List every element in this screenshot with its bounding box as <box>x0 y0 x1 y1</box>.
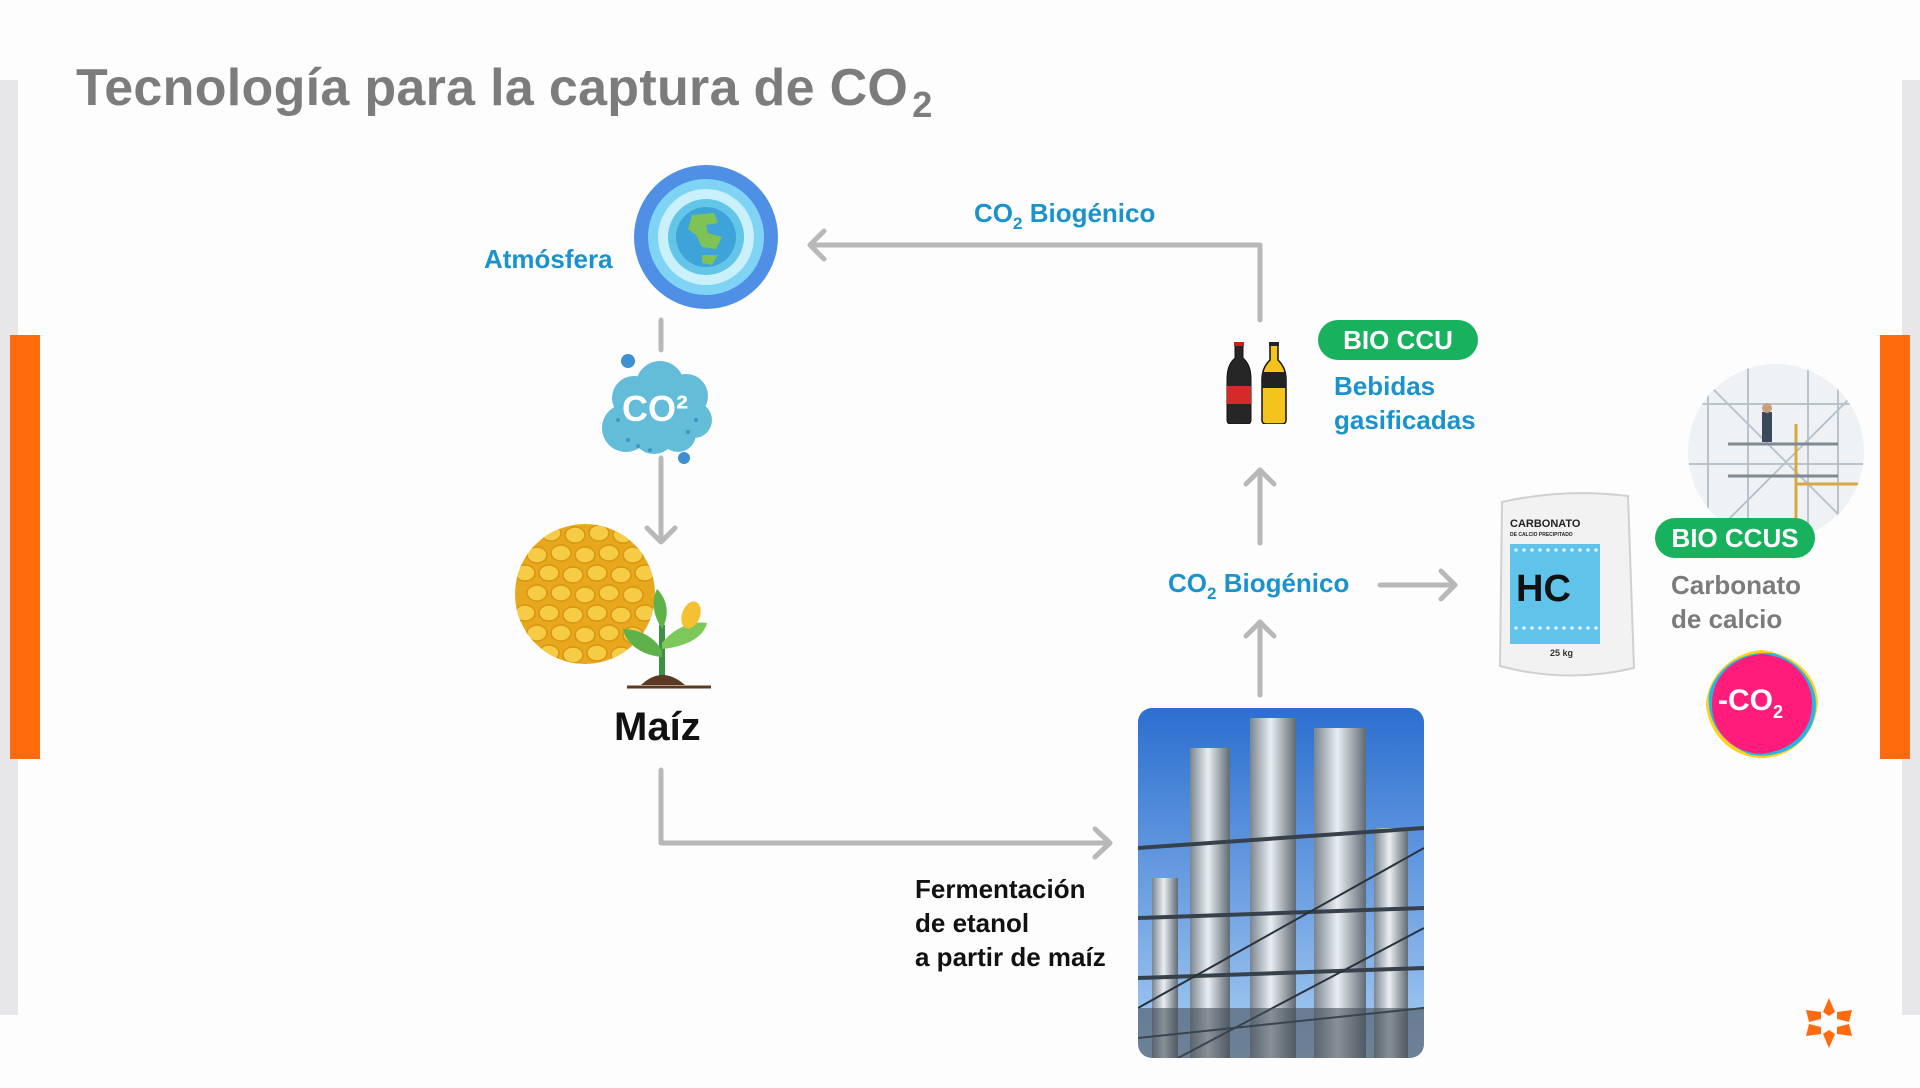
bio-ccu-line1: Bebidas <box>1334 371 1436 401</box>
arrow-head-left <box>807 228 827 262</box>
arrow-head-right <box>1438 568 1458 602</box>
bottles-icon <box>1222 342 1292 425</box>
right-accent-bar <box>1880 335 1910 759</box>
bio-ccus-line2: de calcio <box>1671 604 1783 634</box>
right-edge-bar <box>1902 80 1920 1015</box>
left-accent-bar <box>10 335 40 759</box>
arrow-head-to-refinery <box>1092 826 1113 860</box>
arrow-head-to-corn <box>644 525 678 545</box>
co2-biogenico-mid-label: CO2 Biogénico <box>1168 568 1350 603</box>
minus-co2-badge: -CO2 <box>1704 648 1820 760</box>
fermentacion-line2: de etanol <box>915 908 1030 938</box>
corn-icon <box>513 523 658 666</box>
arrow-bottles-to-atm <box>807 242 1263 323</box>
star-logo-icon <box>1804 998 1854 1048</box>
atmosfera-label: Atmósfera <box>484 244 613 274</box>
bio-ccu-line2: gasificadas <box>1334 405 1476 435</box>
bio-ccus-description: Carbonato de calcio <box>1671 568 1801 636</box>
left-edge-bar <box>0 80 18 1015</box>
arrow-head-up-1 <box>1243 619 1277 639</box>
fermentacion-line3: a partir de maíz <box>915 942 1106 972</box>
globe-icon <box>632 163 780 311</box>
maiz-label: Maíz <box>614 705 701 749</box>
plant-icon <box>617 585 711 690</box>
carbonate-bag: CARBONATO DE CALCIO PRECIPITADO HC 25 kg <box>1494 488 1640 688</box>
bio-ccus-badge: BIO CCUS <box>1655 518 1815 558</box>
bio-ccu-description: Bebidas gasificadas <box>1334 369 1476 437</box>
factory-photo <box>1688 364 1864 540</box>
fermentacion-line1: Fermentación <box>915 874 1086 904</box>
co2-cloud-icon: CO² <box>598 350 718 468</box>
bio-ccu-badge: BIO CCU <box>1318 320 1478 360</box>
bio-ccus-line1: Carbonato <box>1671 570 1801 600</box>
co2-biogenico-top-label: CO2 Biogénico <box>974 198 1156 233</box>
refinery-photo <box>1138 708 1424 1058</box>
arrow-maiz-to-fermentation <box>658 767 1111 846</box>
arrow-head-up-2 <box>1243 467 1277 487</box>
fermentacion-label: Fermentación de etanol a partir de maíz <box>915 872 1106 974</box>
